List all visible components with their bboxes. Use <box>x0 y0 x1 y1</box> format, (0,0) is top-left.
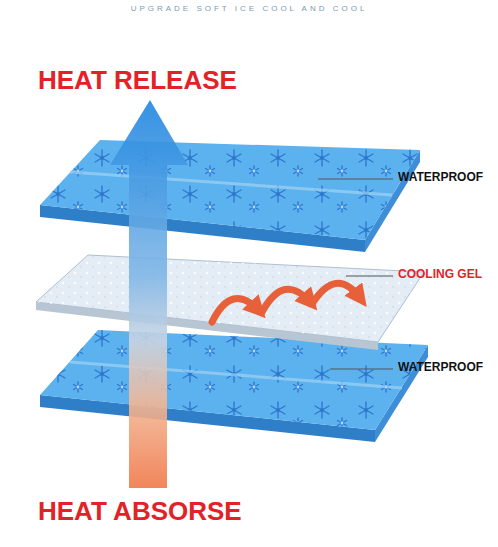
part-label: COOLING GEL <box>398 268 482 281</box>
heat-flow-arrow <box>110 100 188 488</box>
cooling-gel-layer <box>36 255 424 350</box>
top-waterproof-layer <box>40 140 420 252</box>
heading-text: UPGRADE SOFT ICE COOL AND COOL <box>131 5 368 14</box>
leader-lines <box>318 179 393 369</box>
heat-release-label: HEAT RELEASE <box>38 66 237 95</box>
part-label: WATERPROOF <box>398 361 483 374</box>
heat-absorb-label: HEAT ABSORSE <box>38 497 242 526</box>
heat-spread-arrows <box>212 283 360 322</box>
part-label: WATERPROOF <box>398 171 483 184</box>
